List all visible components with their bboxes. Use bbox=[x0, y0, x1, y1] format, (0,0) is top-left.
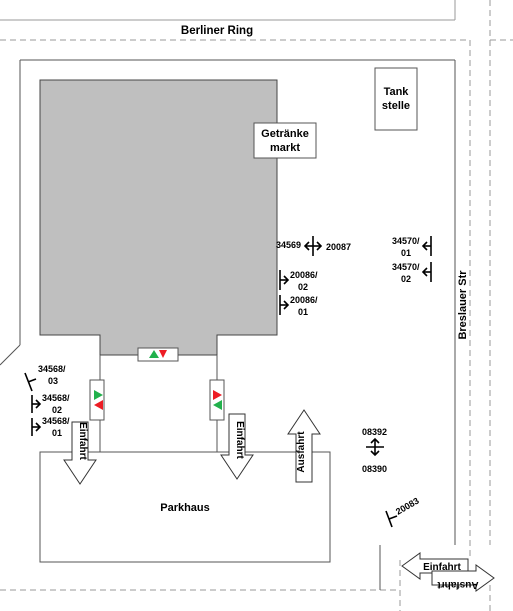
einfahrt-arrow-mid-label: Einfahrt bbox=[234, 421, 245, 459]
main-building bbox=[39, 79, 278, 356]
ausfahrt-arrow-bottom-shape bbox=[431, 564, 495, 592]
getraenkemarkt-label-line1: Getränke bbox=[261, 128, 309, 140]
sensor-34568-02-label-l1: 34568/ bbox=[42, 393, 70, 403]
traffic-signal-top bbox=[137, 347, 179, 362]
sensor-34568-03-label-l2: 03 bbox=[48, 376, 58, 386]
ausfahrt-arrow-bottom-label: Ausfahrt bbox=[437, 579, 479, 590]
ausfahrt-arrow-mid-label: Ausfahrt bbox=[296, 431, 307, 473]
sensor-20086-02-label-l2: 02 bbox=[298, 282, 308, 292]
property-boundary bbox=[0, 59, 456, 590]
sensor-20086-02-label-l1: 20086/ bbox=[290, 270, 318, 280]
sensor-34570-01-label-l2: 01 bbox=[401, 248, 411, 258]
tankstelle-label-line2: stelle bbox=[382, 100, 410, 112]
sensor-markers bbox=[24, 236, 432, 528]
einfahrt-arrow-left-shape bbox=[63, 421, 97, 485]
sensor-20086-01-label-l1: 20086/ bbox=[290, 295, 318, 305]
traffic-signal-left bbox=[89, 379, 105, 421]
street-label-breslauer-str: Breslauer Str bbox=[457, 270, 469, 340]
sensor-34568-01-label-l1: 34568/ bbox=[42, 416, 70, 426]
einfahrt-arrow-bottom-label: Einfahrt bbox=[423, 562, 461, 573]
sensor-08390-label: 08390 bbox=[362, 464, 387, 474]
sensor-34570-02-label-l1: 34570/ bbox=[392, 262, 420, 272]
einfahrt-arrow-mid-shape bbox=[220, 413, 254, 480]
getraenkemarkt-label-line2: markt bbox=[270, 142, 300, 154]
sensor-34568-03-label-l1: 34568/ bbox=[38, 364, 66, 374]
sensor-34570-01-label-l1: 34570/ bbox=[392, 236, 420, 246]
sensor-20087-label: 20087 bbox=[326, 242, 351, 252]
traffic-signal-right bbox=[209, 379, 225, 421]
einfahrt-arrow-left-label: Einfahrt bbox=[77, 422, 88, 460]
sensor-34568-01-label-l2: 01 bbox=[52, 428, 62, 438]
ausfahrt-arrow-mid-shape bbox=[287, 409, 321, 483]
sensor-labels: 34569 20087 34570/ 01 34570/ 02 20086/ 0… bbox=[38, 236, 421, 517]
street-label-berliner-ring: Berliner Ring bbox=[181, 25, 253, 37]
sensor-34568-02-label-l2: 02 bbox=[52, 405, 62, 415]
sensor-34570-02-label-l2: 02 bbox=[401, 274, 411, 284]
parkhaus-box bbox=[39, 451, 331, 563]
tankstelle-box bbox=[374, 67, 418, 131]
sensor-08392-label: 08392 bbox=[362, 427, 387, 437]
sensor-20086-01-label-l2: 01 bbox=[298, 307, 308, 317]
tankstelle-label-line1: Tank bbox=[384, 86, 410, 98]
parkhaus-label: Parkhaus bbox=[160, 502, 210, 514]
driveway-lines bbox=[99, 355, 218, 452]
sensor-34569-label: 34569 bbox=[276, 240, 301, 250]
getraenkemarkt-box bbox=[253, 122, 317, 159]
sensor-20083-label: 20083 bbox=[394, 496, 421, 517]
